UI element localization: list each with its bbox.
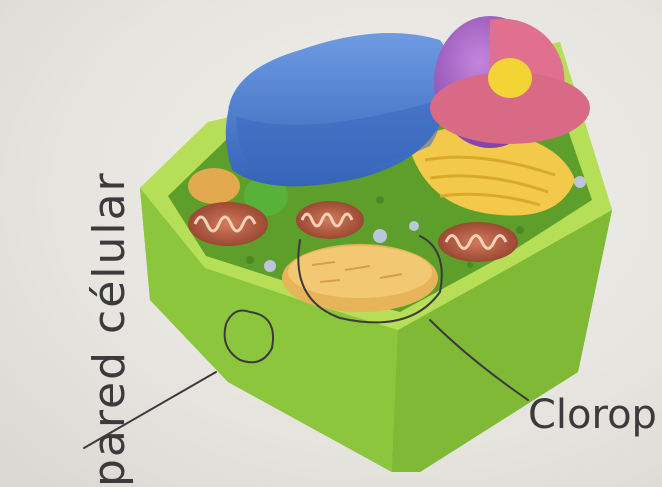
- mitochondrion-center: [296, 201, 364, 239]
- handwritten-label-chloroplast: Clorop: [528, 392, 657, 438]
- left-chloroplast: [188, 168, 240, 204]
- mitochondrion-left: [188, 202, 268, 246]
- handwritten-label-cell-wall: pared célular: [84, 171, 135, 487]
- mitochondrion-right: [438, 222, 518, 262]
- chloroplast: [282, 244, 438, 312]
